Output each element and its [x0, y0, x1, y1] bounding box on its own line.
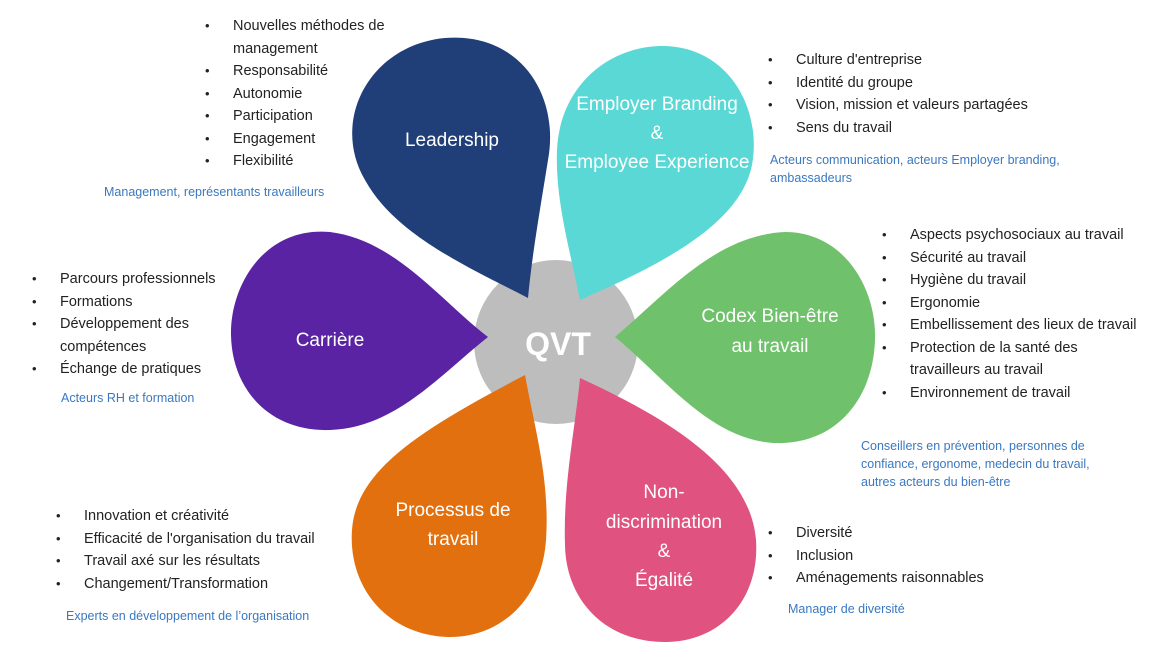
processus-actors: Experts en développement de l’organisati… — [66, 609, 310, 623]
petal-non-discrimination — [564, 378, 757, 642]
list-item: Sens du travail — [768, 117, 1088, 140]
list-item: Protection de la santé des travailleurs … — [882, 337, 1147, 382]
list-item: Changement/Transformation — [56, 573, 356, 596]
petal-label-processus-line2: travail — [428, 529, 479, 550]
list-item: Flexibilité — [205, 150, 405, 173]
leadership-actors: Management, représentants travailleurs — [104, 185, 325, 199]
list-item: Environnement de travail — [882, 382, 1147, 405]
list-item: Efficacité de l'organisation du travail — [56, 528, 356, 551]
petal-label-employer-branding-line2: & — [651, 123, 664, 144]
list-item: Diversité — [768, 522, 1028, 545]
list-item: Formations — [32, 291, 232, 314]
list-item: Sécurité au travail — [882, 247, 1147, 270]
codex-items-list: Aspects psychosociaux au travail Sécurit… — [882, 224, 1147, 404]
carriere-items-list: Parcours professionnels Formations Dével… — [32, 268, 232, 381]
list-item: Parcours professionnels — [32, 268, 232, 291]
petal-label-employer-branding-line3: Employee Experience — [565, 152, 750, 173]
list-item: Vision, mission et valeurs partagées — [768, 94, 1088, 117]
list-item: Aspects psychosociaux au travail — [882, 224, 1147, 247]
list-item: Travail axé sur les résultats — [56, 550, 356, 573]
processus-items-list: Innovation et créativité Efficacité de l… — [56, 505, 356, 595]
petal-label-non-discrimination-line4: Égalité — [635, 570, 693, 591]
petal-codex-bien-etre — [615, 232, 876, 444]
non-discrimination-actors: Manager de diversité — [788, 602, 905, 616]
petal-label-codex-line2: au travail — [731, 336, 808, 357]
list-item: Inclusion — [768, 545, 1028, 568]
petal-label-carriere: Carrière — [296, 330, 365, 351]
list-item: Nouvelles méthodes de management — [205, 15, 405, 60]
non-discrimination-items-list: Diversité Inclusion Aménagements raisonn… — [768, 522, 1028, 590]
petal-processus-de-travail — [351, 375, 547, 638]
list-item: Embellissement des lieux de travail — [882, 314, 1147, 337]
codex-actors: Conseillers en prévention, personnes de … — [861, 439, 1090, 489]
employer-branding-items-list: Culture d'entreprise Identité du groupe … — [768, 49, 1088, 139]
list-item: Échange de pratiques — [32, 358, 232, 381]
list-item: Engagement — [205, 128, 405, 151]
list-item: Ergonomie — [882, 292, 1147, 315]
petal-label-non-discrimination-line2: discrimination — [606, 512, 722, 533]
petal-label-non-discrimination-line3: & — [658, 541, 671, 562]
list-item: Identité du groupe — [768, 72, 1088, 95]
leadership-items-list: Nouvelles méthodes de management Respons… — [205, 15, 405, 173]
employer-branding-actors: Acteurs communication, acteurs Employer … — [770, 153, 1060, 185]
list-item: Responsabilité — [205, 60, 405, 83]
petal-label-non-discrimination-line1: Non- — [643, 482, 684, 503]
petal-label-leadership: Leadership — [405, 130, 499, 151]
carriere-actors: Acteurs RH et formation — [61, 391, 195, 405]
petal-label-employer-branding-line1: Employer Branding — [576, 94, 738, 115]
list-item: Culture d'entreprise — [768, 49, 1088, 72]
list-item: Aménagements raisonnables — [768, 567, 1028, 590]
list-item: Participation — [205, 105, 405, 128]
petal-label-processus-line1: Processus de — [395, 500, 510, 521]
petal-employer-branding — [556, 45, 754, 300]
center-label: QVT — [525, 326, 591, 362]
petal-carriere — [230, 231, 488, 431]
list-item: Hygiène du travail — [882, 269, 1147, 292]
petal-label-codex-line1: Codex Bien-être — [701, 306, 838, 327]
list-item: Développement des compétences — [32, 313, 232, 358]
list-item: Autonomie — [205, 83, 405, 106]
list-item: Innovation et créativité — [56, 505, 356, 528]
